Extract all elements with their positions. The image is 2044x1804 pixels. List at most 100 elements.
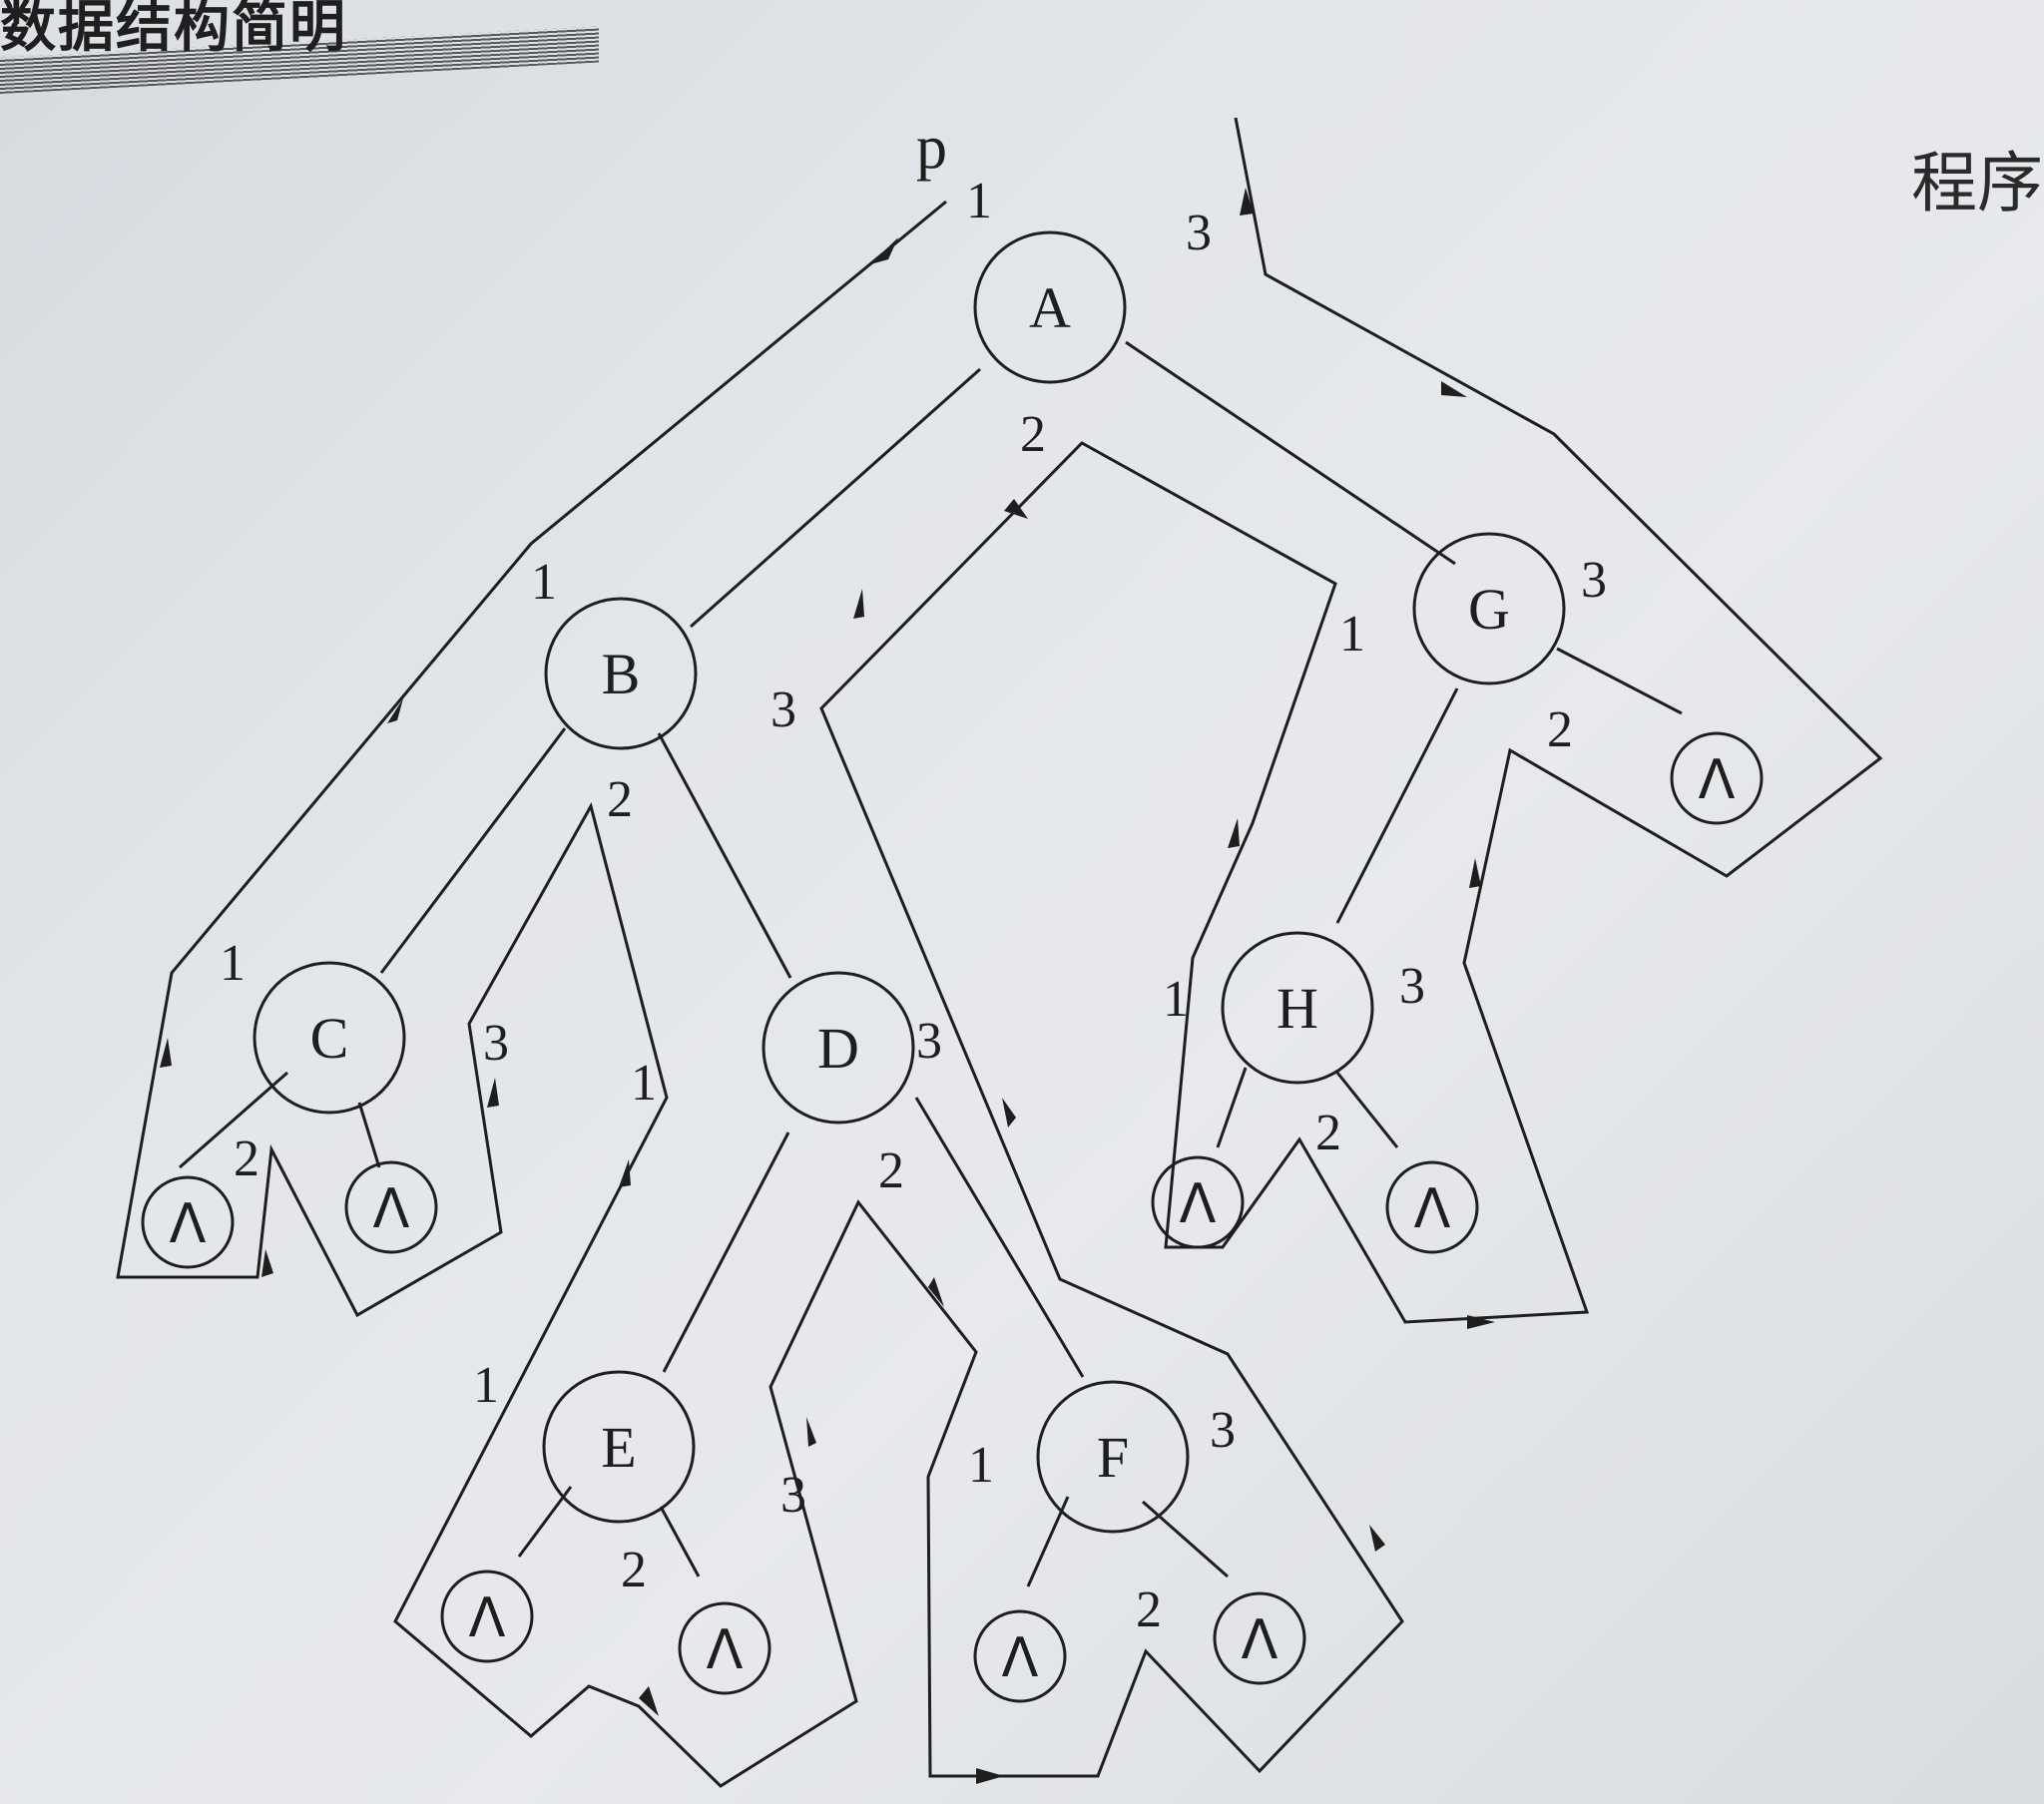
tree-edges	[179, 340, 1683, 1587]
traversal-path	[116, 117, 1883, 1788]
null-C-left-label: Λ	[170, 1192, 207, 1255]
visit-H-1: 1	[1163, 971, 1189, 1028]
visit-D-3: 3	[916, 1013, 942, 1070]
null-F-left-label: Λ	[1002, 1626, 1039, 1689]
arrow-5	[487, 1078, 499, 1108]
node-G-label: G	[1468, 577, 1510, 642]
trace-arrows	[160, 188, 1495, 1784]
null-H-right-label: Λ	[1414, 1177, 1451, 1240]
trace-left-descent	[116, 117, 1883, 1788]
edge-E-null-right	[659, 1506, 701, 1578]
visit-C-3: 3	[483, 1015, 509, 1072]
visit-G-3: 3	[1581, 552, 1607, 609]
null-E-right-circle	[678, 1601, 771, 1695]
arrow-3	[160, 1038, 172, 1068]
null-G-right-label: Λ	[1699, 748, 1736, 811]
visit-F-1: 1	[968, 1437, 994, 1494]
visit-F-2: 2	[1136, 1581, 1162, 1638]
pointer-p-label: p	[916, 114, 947, 182]
node-C-circle	[253, 961, 406, 1115]
null-C-right-circle	[344, 1160, 438, 1254]
edge-C-null-left	[179, 1071, 288, 1169]
arrow-18	[1441, 381, 1467, 397]
node-D-circle	[762, 971, 915, 1125]
edge-D-E	[662, 1131, 790, 1373]
node-A-circle	[973, 230, 1127, 384]
node-D-label: D	[817, 1016, 859, 1081]
arrow-2	[387, 698, 403, 723]
node-B-label: B	[602, 642, 641, 706]
arrow-15	[1228, 818, 1240, 848]
node-C-label: C	[310, 1006, 349, 1071]
arrow-12	[1002, 1098, 1016, 1128]
visit-G-1: 1	[1339, 606, 1365, 663]
node-F-label: F	[1097, 1425, 1129, 1490]
node-G-circle	[1412, 532, 1566, 685]
visit-B-3: 3	[770, 681, 796, 738]
edge-A-B	[690, 367, 981, 629]
arrow-7	[639, 1686, 659, 1716]
node-H-label: H	[1277, 976, 1318, 1041]
visit-B-2: 2	[607, 771, 633, 828]
node-H-circle	[1221, 931, 1374, 1085]
tree-nodes: A B C D E F G H	[253, 230, 1566, 1534]
null-leaves: Λ Λ Λ Λ Λ Λ Λ Λ Λ	[141, 731, 1764, 1703]
arrow-16	[1467, 1315, 1495, 1329]
side-text: 程序	[1911, 145, 2043, 222]
node-E-label: E	[601, 1415, 636, 1480]
visit-A-2: 2	[1020, 406, 1046, 463]
arrow-13	[853, 589, 864, 619]
visit-F-3: 3	[1210, 1402, 1236, 1459]
visit-D-2: 2	[878, 1142, 904, 1199]
edge-B-D	[657, 732, 792, 979]
null-H-right-circle	[1385, 1160, 1479, 1254]
edge-F-null-right	[1142, 1500, 1229, 1578]
null-C-right-label: Λ	[373, 1177, 410, 1240]
null-G-right-circle	[1670, 731, 1764, 825]
node-E-circle	[542, 1370, 696, 1524]
edge-D-F	[914, 1097, 1085, 1378]
arrow-14	[1004, 499, 1028, 519]
edge-B-C	[379, 727, 567, 974]
visit-D-1: 1	[631, 1055, 657, 1112]
arrow-11	[1369, 1525, 1385, 1552]
visit-C-2: 2	[234, 1130, 259, 1187]
edge-A-G	[1125, 340, 1456, 566]
page-header: 数据结构简明	[0, 0, 609, 100]
visit-numbers: 1 2 3 1 2 3 1 2 3 1 2 3 1 2 3 1 2 3 1 2 …	[220, 173, 1607, 1638]
edge-E-null-left	[517, 1486, 573, 1558]
visit-E-3: 3	[780, 1467, 806, 1524]
edge-H-null-right	[1335, 1072, 1399, 1148]
visit-H-3: 3	[1399, 958, 1425, 1015]
edge-H-null-left	[1216, 1067, 1248, 1148]
node-F-circle	[1036, 1380, 1190, 1534]
edge-C-null-right	[357, 1102, 381, 1168]
edge-G-null-right	[1556, 647, 1683, 715]
visit-H-2: 2	[1315, 1105, 1341, 1161]
page-title: 数据结构简明	[0, 0, 347, 60]
arrow-6	[619, 1159, 631, 1187]
visit-C-1: 1	[220, 935, 246, 992]
null-E-left-label: Λ	[469, 1586, 506, 1649]
null-E-left-circle	[440, 1570, 534, 1663]
null-H-left-label: Λ	[1180, 1172, 1217, 1235]
arrow-1	[870, 237, 898, 264]
edge-G-H	[1335, 687, 1459, 924]
arrow-8	[806, 1417, 816, 1447]
null-F-right-circle	[1213, 1591, 1306, 1685]
visit-A-3: 3	[1186, 205, 1212, 261]
null-C-left-circle	[141, 1175, 235, 1269]
node-A-label: A	[1029, 275, 1071, 340]
arrow-19	[1240, 188, 1254, 216]
arrow-17	[1469, 858, 1481, 888]
visit-E-1: 1	[473, 1357, 499, 1414]
null-F-left-circle	[973, 1609, 1067, 1703]
visit-E-2: 2	[621, 1542, 647, 1598]
null-E-right-label: Λ	[707, 1618, 744, 1681]
visit-B-1: 1	[531, 554, 557, 611]
arrow-10	[976, 1768, 1004, 1784]
null-F-right-label: Λ	[1242, 1608, 1278, 1671]
arrow-4	[261, 1249, 273, 1277]
arrow-9	[928, 1277, 944, 1307]
visit-G-2: 2	[1547, 701, 1573, 758]
